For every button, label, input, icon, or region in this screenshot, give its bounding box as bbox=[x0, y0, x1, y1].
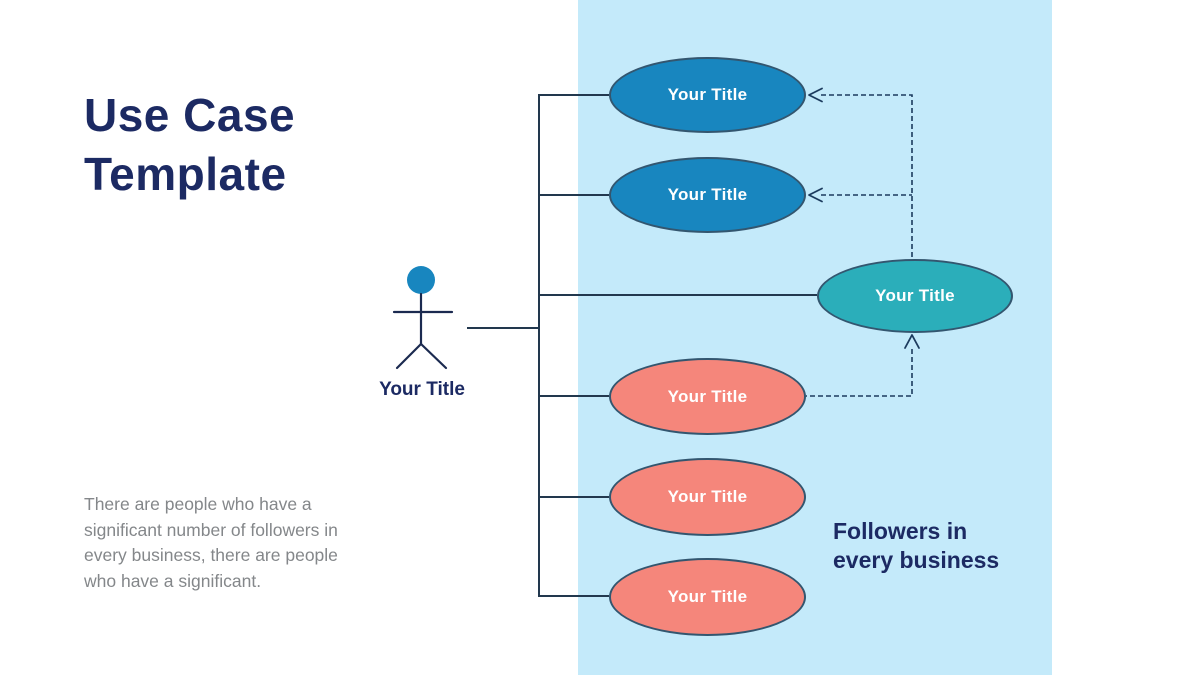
use-case-label: Your Title bbox=[667, 185, 748, 204]
page-title: Use Case Template bbox=[84, 86, 295, 204]
use-case-label: Your Title bbox=[667, 587, 748, 606]
actor-left-leg bbox=[395, 342, 423, 370]
arrow-left-icon bbox=[808, 187, 823, 203]
connector-lines bbox=[467, 94, 817, 597]
use-case-node-2: Your Title bbox=[609, 157, 806, 233]
arrowhead-icon bbox=[808, 87, 920, 349]
caption-line1: Followers in bbox=[833, 518, 968, 544]
use-case-node-4: Your Title bbox=[609, 358, 806, 435]
use-case-label: Your Title bbox=[667, 386, 748, 406]
use-case-node-5: Your Title bbox=[609, 458, 806, 536]
page-title-line1: Use Case bbox=[84, 89, 296, 141]
actor-label: Your Title bbox=[379, 379, 465, 400]
arrow-up-icon bbox=[904, 334, 920, 349]
spine-line bbox=[538, 94, 609, 597]
use-case-node-3: Your Title bbox=[817, 259, 1013, 333]
use-case-label: Your Title bbox=[875, 286, 955, 305]
caption-text: Followers in every business bbox=[833, 517, 999, 575]
association-dashed-lines bbox=[806, 94, 913, 397]
arrow-left-icon bbox=[808, 87, 823, 103]
use-case-node-1: Your Title bbox=[609, 57, 806, 133]
use-case-label: Your Title bbox=[667, 487, 748, 506]
actor-head bbox=[407, 266, 435, 294]
actor-figure bbox=[392, 266, 454, 370]
caption-line2: every business bbox=[833, 547, 1000, 573]
actor-right-leg bbox=[419, 342, 448, 370]
use-case-label: Your Title bbox=[667, 85, 748, 104]
use-case-node-6: Your Title bbox=[609, 558, 806, 636]
page-title-line2: Template bbox=[84, 148, 287, 200]
description-text: There are people who have a significant … bbox=[84, 494, 338, 591]
